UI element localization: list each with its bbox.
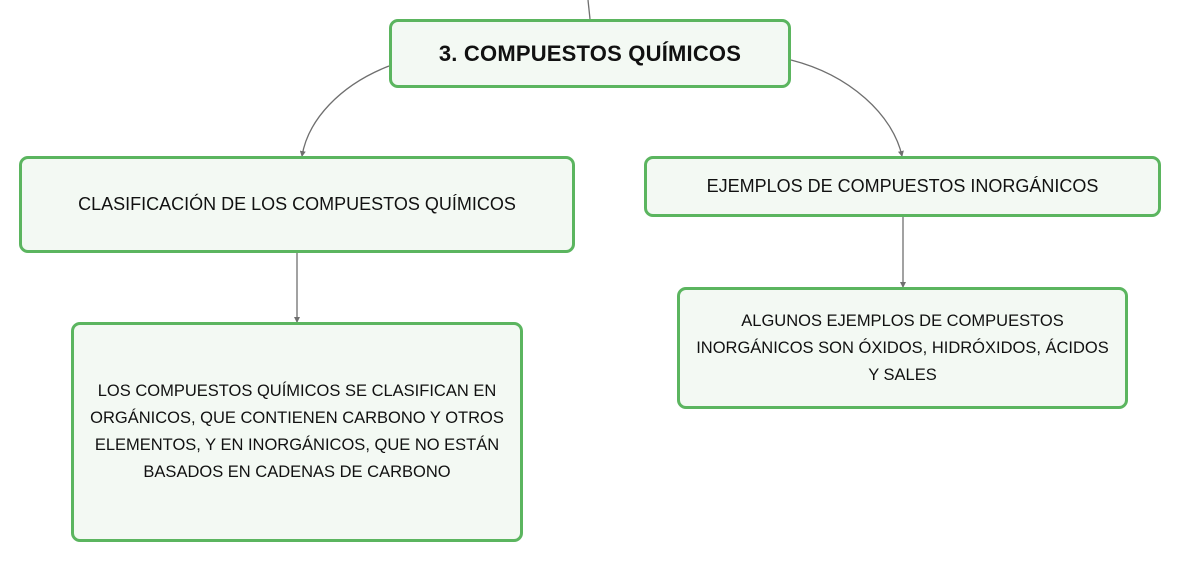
root-node[interactable]: 3. COMPUESTOS QUÍMICOS: [389, 19, 791, 88]
node-ejemplos-detail-text: ALGUNOS EJEMPLOS DE COMPUESTOS INORGÁNIC…: [696, 311, 1109, 384]
connector-root-to-left: [299, 65, 390, 157]
connector-root-to-right: [790, 59, 904, 157]
node-clasificacion-label: CLASIFICACIÓN DE LOS COMPUESTOS QUÍMICOS: [78, 194, 516, 214]
node-ejemplos-label: EJEMPLOS DE COMPUESTOS INORGÁNICOS: [706, 176, 1099, 196]
node-clasificacion[interactable]: CLASIFICACIÓN DE LOS COMPUESTOS QUÍMICOS: [19, 156, 575, 253]
node-ejemplos[interactable]: EJEMPLOS DE COMPUESTOS INORGÁNICOS: [644, 156, 1161, 217]
node-clasificacion-detail[interactable]: LOS COMPUESTOS QUÍMICOS SE CLASIFICAN EN…: [71, 322, 523, 542]
node-ejemplos-detail[interactable]: ALGUNOS EJEMPLOS DE COMPUESTOS INORGÁNIC…: [677, 287, 1128, 409]
node-clasificacion-detail-text: LOS COMPUESTOS QUÍMICOS SE CLASIFICAN EN…: [90, 382, 504, 481]
root-node-label: 3. COMPUESTOS QUÍMICOS: [438, 40, 742, 66]
connector-parent-to-root: [587, 0, 591, 20]
